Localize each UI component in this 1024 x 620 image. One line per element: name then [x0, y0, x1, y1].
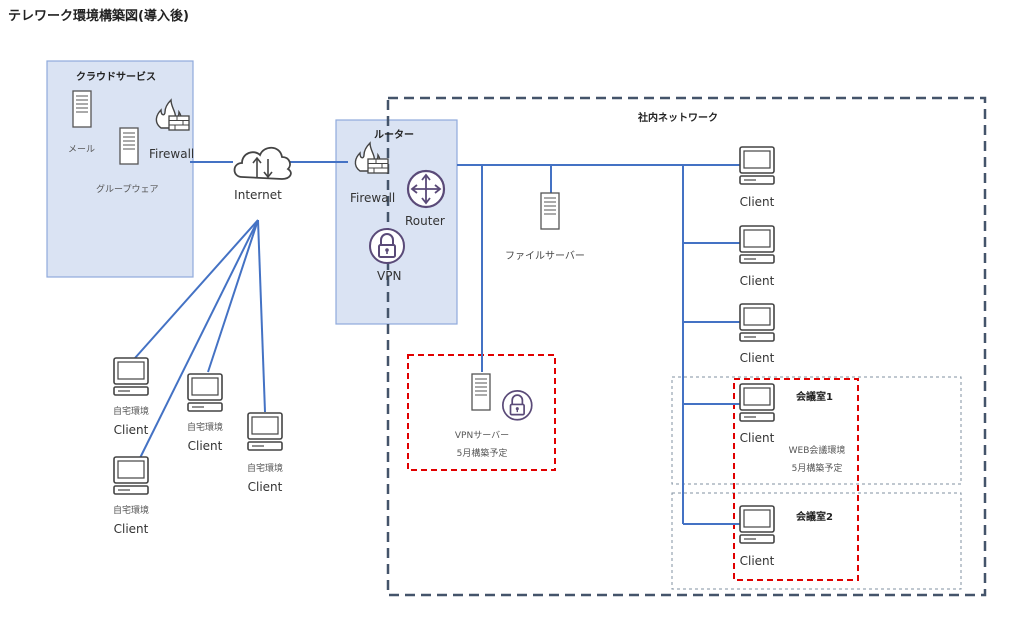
office-client-3-label: Client	[739, 351, 775, 365]
vpn-server-lock-icon	[502, 390, 533, 421]
home-client-3-icon	[247, 412, 283, 451]
vpn-server-icon	[471, 373, 491, 411]
meeting-room-2-label: 会議室2	[796, 512, 833, 523]
home-client-2-icon	[187, 373, 223, 412]
home-client-4-home-label: 自宅環境	[112, 506, 150, 516]
vpn-server-label: VPNサーバー	[454, 431, 510, 441]
home-client-1-label: Client	[113, 423, 149, 437]
vpn-label: VPN	[377, 269, 402, 283]
internet-cloud-icon	[233, 146, 292, 180]
office-client-2-icon	[739, 225, 775, 264]
router-box-label: ルーター	[374, 130, 414, 141]
meeting-room-2-client-icon	[739, 505, 775, 544]
web-meeting-schedule: 5月構築予定	[791, 464, 843, 474]
home-client-2-label: Client	[187, 439, 223, 453]
meeting-room-1-client-label: Client	[739, 431, 775, 445]
office-network-label: 社内ネットワーク	[638, 113, 718, 124]
home-client-4-label: Client	[113, 522, 149, 536]
router-firewall-label: Firewall	[350, 191, 396, 205]
vpn-server-note: 5月構築予定	[456, 449, 508, 459]
home-client-1-icon	[113, 357, 149, 396]
cloud-service-label: クラウドサービス	[76, 72, 156, 83]
connection-lines	[134, 161, 742, 525]
router-icon	[406, 169, 446, 209]
cloud-service-box	[46, 60, 194, 278]
home-client-2-home-label: 自宅環境	[186, 423, 224, 433]
router-label: Router	[405, 214, 445, 228]
meeting-room-1-client-icon	[739, 383, 775, 422]
meeting-room-2-box	[671, 492, 962, 590]
office-network-boundary	[386, 96, 987, 597]
web-meeting-note: WEB会議環境	[788, 446, 846, 456]
groupware-label: グループウェア	[96, 185, 159, 195]
meeting-room-2-client-label: Client	[739, 554, 775, 568]
mail-server-icon	[72, 90, 92, 128]
mail-label: メール	[68, 145, 96, 155]
home-client-3-label: Client	[247, 480, 283, 494]
home-client-3-home-label: 自宅環境	[246, 464, 284, 474]
home-client-1-home-label: 自宅環境	[112, 407, 150, 417]
meeting-room-1-box	[671, 376, 962, 485]
groupware-server-icon	[119, 127, 139, 165]
page-title: テレワーク環境構築図(導入後)	[8, 9, 189, 24]
file-server-icon	[540, 192, 560, 230]
office-client-2-label: Client	[739, 274, 775, 288]
office-client-1-label: Client	[739, 195, 775, 209]
internet-label: Internet	[234, 188, 282, 202]
router-box	[335, 119, 458, 325]
office-client-3-icon	[739, 303, 775, 342]
office-client-1-icon	[739, 146, 775, 185]
web-meeting-planned-box	[733, 378, 859, 581]
cloud-firewall-label: Firewall	[149, 147, 195, 161]
meeting-room-1-label: 会議室1	[796, 392, 833, 403]
home-client-4-icon	[113, 456, 149, 495]
file-server-label: ファイルサーバー	[505, 251, 585, 262]
vpn-lock-icon	[369, 228, 405, 264]
